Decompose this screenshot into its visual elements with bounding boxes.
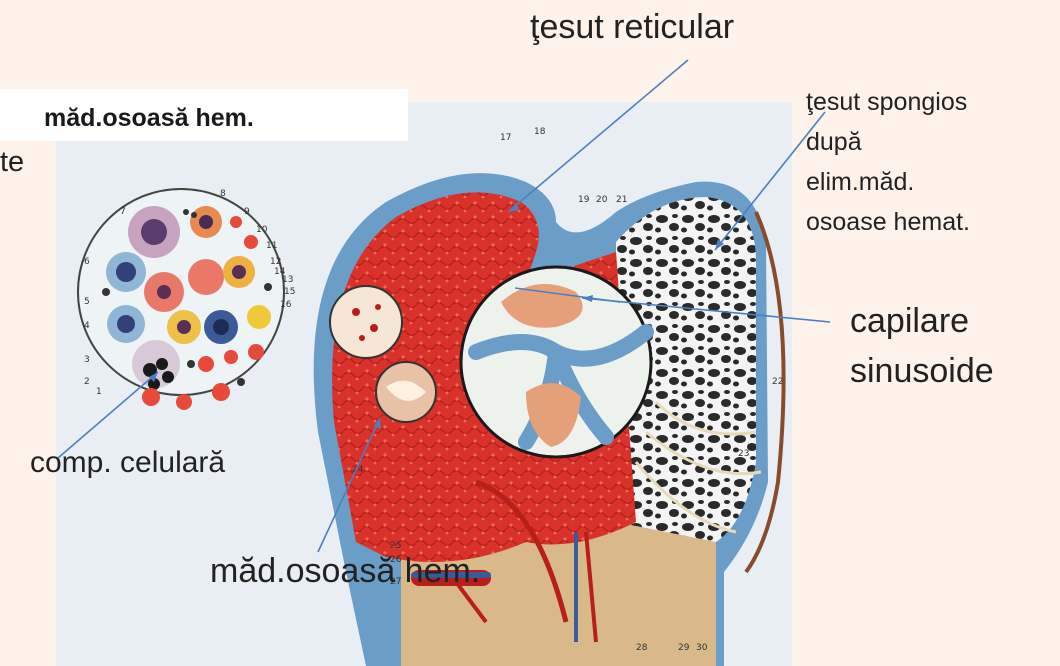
plate-num-9: 9 <box>244 207 250 217</box>
label-tesut-spongios-1: ţesut spongios <box>806 88 967 117</box>
plate-num-16: 16 <box>280 300 292 310</box>
plate-num-22: 22 <box>772 377 783 387</box>
plate-num-11: 11 <box>266 241 277 251</box>
plate-num-20: 20 <box>596 195 608 205</box>
blood-cells-disc <box>78 189 284 410</box>
label-mad-osoasa: măd.osoasă hem. <box>210 552 480 591</box>
label-capilare: capilare <box>850 302 969 341</box>
plate-num-6: 6 <box>84 257 90 267</box>
label-tesut-reticular: ţesut reticular <box>530 8 734 47</box>
plate-num-29: 29 <box>678 643 690 653</box>
plate-num-4: 4 <box>84 321 90 331</box>
plate-num-24: 24 <box>352 465 364 475</box>
plate-num-23: 23 <box>738 449 749 459</box>
plate-num-8: 8 <box>220 189 226 199</box>
plate-num-12: 12 <box>270 257 281 267</box>
plate-num-15: 15 <box>284 287 295 297</box>
plate-num-2: 2 <box>84 377 90 387</box>
plate-num-10: 10 <box>256 225 268 235</box>
label-tesut-spongios-4: osoase hemat. <box>806 208 970 237</box>
plate-num-17: 17 <box>500 133 511 143</box>
plate-num-25: 25 <box>390 541 401 551</box>
plate-num-21: 21 <box>616 195 627 205</box>
title-box-text: măd.osoasă hem. <box>44 104 254 133</box>
plate-num-5: 5 <box>84 297 90 307</box>
label-tesut-spongios-3: elim.măd. <box>806 168 914 197</box>
plate-num-28: 28 <box>636 643 648 653</box>
label-tesut-spongios-2: după <box>806 128 862 157</box>
plate-num-3: 3 <box>84 355 90 365</box>
label-sinusoide: sinusoide <box>850 352 994 391</box>
plate-num-19: 19 <box>578 195 590 205</box>
plate-num-7: 7 <box>120 207 126 217</box>
label-comp-celulara: comp. celulară <box>30 446 225 481</box>
marrow-inset-1 <box>330 286 402 358</box>
plate-num-14: 14 <box>274 267 286 277</box>
plate-num-18: 18 <box>534 127 546 137</box>
edge-text-fragment: te <box>0 146 24 179</box>
plate-num-1: 1 <box>96 387 102 397</box>
plate-num-30: 30 <box>696 643 708 653</box>
